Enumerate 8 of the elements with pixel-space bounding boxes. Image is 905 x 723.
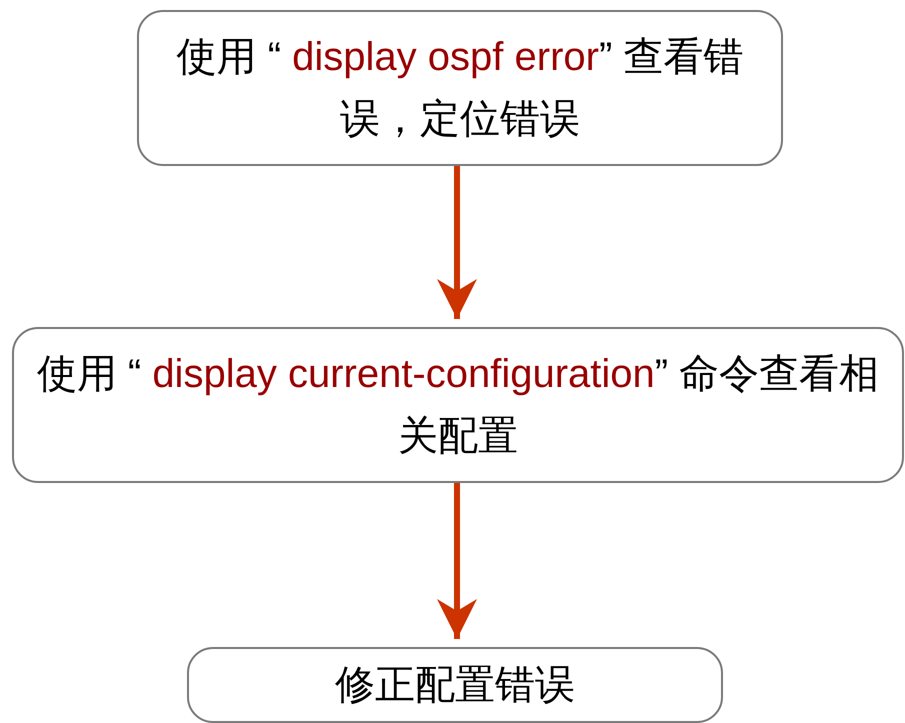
step-text: 修正配置错误: [335, 662, 575, 709]
process-box: [137, 10, 783, 166]
process-box: [187, 647, 723, 723]
step-text: 使用 “ display ospf error” 查看错误，定位错误: [176, 34, 744, 143]
process-box: [12, 327, 904, 483]
arrow: [437, 483, 477, 639]
arrow: [437, 166, 477, 319]
step-text: 使用 “ display current-configuration” 命令查看相关配置: [36, 351, 880, 460]
